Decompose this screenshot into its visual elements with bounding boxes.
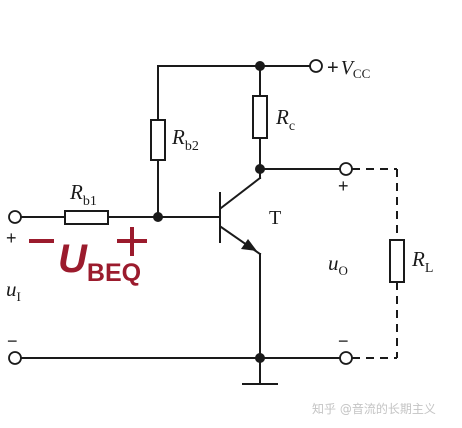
ubeq-symbol: U <box>58 237 88 281</box>
rb1-label: Rb1 <box>69 180 97 209</box>
node-collector <box>255 164 265 174</box>
node-base <box>153 212 163 222</box>
rb1-symbol: R <box>69 180 83 204</box>
resistor-rb1 <box>64 210 109 225</box>
terminal-vcc <box>309 59 323 73</box>
rl-label: RL <box>411 247 433 276</box>
rb2-label: Rb2 <box>171 125 199 154</box>
output-plus-sign: + <box>338 176 349 196</box>
rc-symbol: R <box>275 105 289 129</box>
terminal-output-bottom <box>339 351 353 365</box>
terminal-input-top <box>8 210 22 224</box>
vcc-sign: + <box>327 57 339 79</box>
resistor-rb2 <box>150 119 166 161</box>
watermark-text: 知乎 @音流的长期主义 <box>312 401 436 416</box>
emitter-arrow-icon <box>241 239 257 251</box>
input-subscript: I <box>17 289 21 304</box>
ubeq-subscript: BEQ <box>87 259 141 287</box>
load-dashed-wires <box>352 168 398 359</box>
output-symbol: u <box>328 251 339 275</box>
input-minus-sign: − <box>7 331 18 351</box>
resistor-rc <box>252 95 268 139</box>
input-plus-sign: + <box>6 228 17 248</box>
resistor-rl <box>389 239 405 283</box>
output-voltage-label: uO <box>328 251 348 278</box>
npn-transistor <box>219 176 262 256</box>
rc-label: Rc <box>275 105 295 134</box>
vcc-subscript: CC <box>353 66 370 81</box>
terminal-input-bottom <box>8 351 22 365</box>
ubeq-label: UBEQ <box>58 237 141 287</box>
rb2-symbol: R <box>171 125 185 149</box>
vcc-symbol: V <box>341 57 356 79</box>
input-symbol: u <box>6 277 17 301</box>
rl-subscript: L <box>425 261 434 276</box>
rb2-subscript: b2 <box>185 139 199 154</box>
transistor-label: T <box>269 207 281 229</box>
input-voltage-label: uI <box>6 277 21 304</box>
vcc-label: +VCC <box>327 57 370 81</box>
rb1-subscript: b1 <box>83 194 97 209</box>
transistor-collector-lead <box>219 176 262 210</box>
ubeq-annotation: UBEQ − + <box>29 227 147 287</box>
ubeq-minus-text: − <box>31 247 32 249</box>
rc-subscript: c <box>289 119 295 134</box>
output-minus-sign: − <box>338 331 349 351</box>
ubeq-plus-text: + <box>122 247 123 249</box>
node-top <box>255 61 265 71</box>
terminal-output-top <box>339 162 353 176</box>
node-ground <box>255 353 265 363</box>
output-subscript: O <box>339 263 348 278</box>
rl-symbol: R <box>411 247 425 271</box>
